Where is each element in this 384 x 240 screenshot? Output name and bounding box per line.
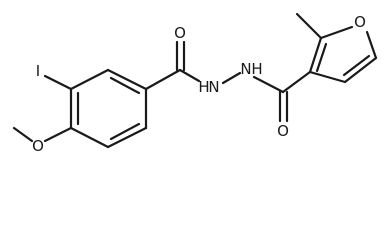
bond-ring-6 — [69, 68, 110, 91]
furan-ring — [308, 25, 378, 84]
bond-carbonyl-right-furan — [281, 70, 312, 94]
bond-ring-double-1 — [109, 76, 141, 95]
bond-methoxy-o-ch3 — [12, 126, 34, 143]
furan-oxygen-label: O — [354, 13, 366, 31]
bond-ring-4 — [69, 126, 110, 149]
bond-ring-double-2 — [109, 122, 141, 141]
carbonyl-oxygen-left-label: O — [174, 24, 186, 42]
hydrazide-h-left-label: H — [198, 78, 209, 96]
hydrazide-n-right-label: N — [240, 60, 251, 78]
bond-n-n — [221, 71, 242, 85]
bond-furan-c5-c4 — [343, 56, 378, 84]
bond-furan-c4-c3 — [308, 70, 347, 84]
bond-c-methoxy-o — [43, 126, 73, 143]
bond-c-iodine — [43, 74, 73, 91]
bond-furan-c2-o — [319, 25, 354, 40]
bond-furan-c5-c4-double — [342, 54, 371, 77]
bond-ring-carbonyl-left — [144, 68, 182, 91]
bond-carbonyl-left-n — [178, 68, 201, 83]
methoxy-oxygen-label: O — [32, 137, 44, 155]
bond-furan-c3-c2-double — [315, 42, 328, 73]
hydrazide-h-right-label: H — [251, 60, 262, 78]
bond-n-carbonyl-right — [252, 75, 285, 94]
bond-furan-c3-c2 — [308, 36, 323, 74]
carbonyl-oxygen-right-label: O — [277, 122, 289, 140]
bond-furan-methyl — [295, 12, 323, 40]
bond-ring-1 — [106, 68, 148, 91]
hydrazide-n-left-label: N — [208, 78, 219, 96]
chemical-structure-diagram: I O O H N N H O O — [12, 12, 378, 155]
bond-furan-o-c5 — [365, 30, 378, 60]
iodine-label: I — [36, 62, 40, 80]
bond-ring-3 — [106, 126, 148, 149]
benzene-ring — [69, 68, 148, 149]
